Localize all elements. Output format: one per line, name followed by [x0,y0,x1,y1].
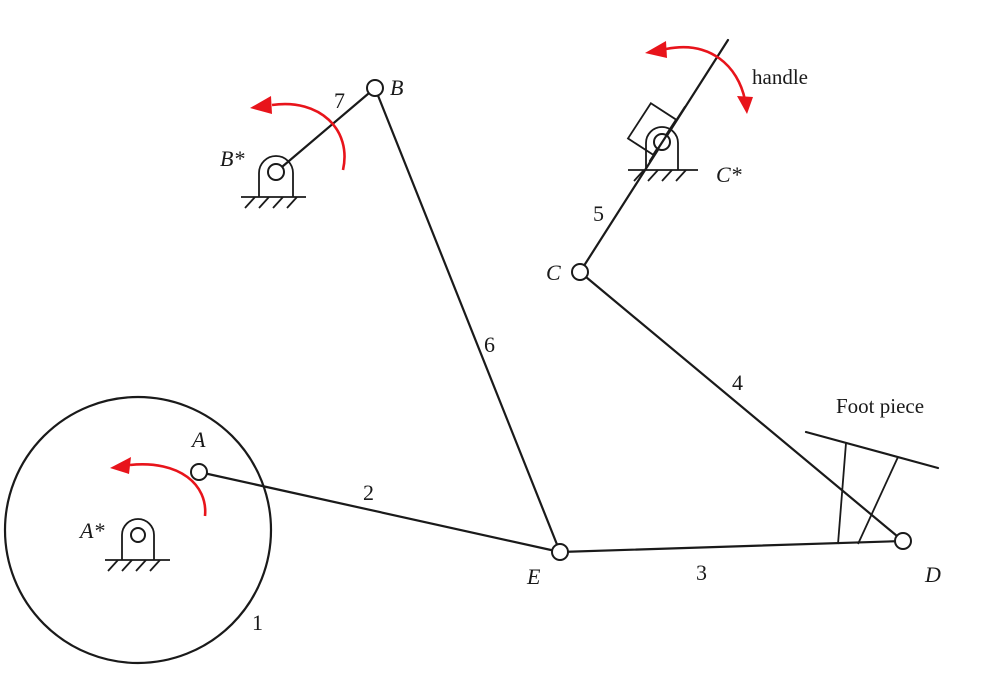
rotation-arrow-link7-icon [250,96,346,171]
handle-label: handle [752,65,808,89]
ground-pivot-c-star-icon [626,101,698,182]
label-a: A [190,427,206,452]
rotation-arrow-disc-icon [110,457,207,517]
label-b-star: B* [220,146,244,171]
link-number-2: 2 [363,480,374,505]
label-d: D [924,562,941,587]
link-number-5: 5 [593,201,604,226]
joint-c [571,263,589,281]
link-7 [274,86,377,174]
ground-pivot-a-star-icon [105,518,170,572]
label-c: C [546,260,561,285]
rotation-arrow-handle-icon [645,41,753,114]
link-number-3: 3 [696,560,707,585]
joint-a [190,463,208,481]
joint-b [366,79,384,97]
label-c-star: C* [716,162,742,187]
link-4 [578,270,905,543]
joint-d [894,532,912,550]
link-3 [558,539,905,554]
link-number-4: 4 [732,370,743,395]
label-a-star: A* [78,518,104,543]
link-2 [197,470,562,554]
disc-link-1 [3,395,273,665]
link-6 [373,86,562,554]
foot-piece-label: Foot piece [836,394,924,418]
joint-e [551,543,569,561]
label-e: E [526,564,541,589]
link-number-1: 1 [252,610,263,635]
label-b: B [390,75,403,100]
link-number-6: 6 [484,332,495,357]
foot-piece [804,430,940,545]
ground-pivot-b-star-icon [241,155,306,209]
link-number-7: 7 [334,88,345,113]
